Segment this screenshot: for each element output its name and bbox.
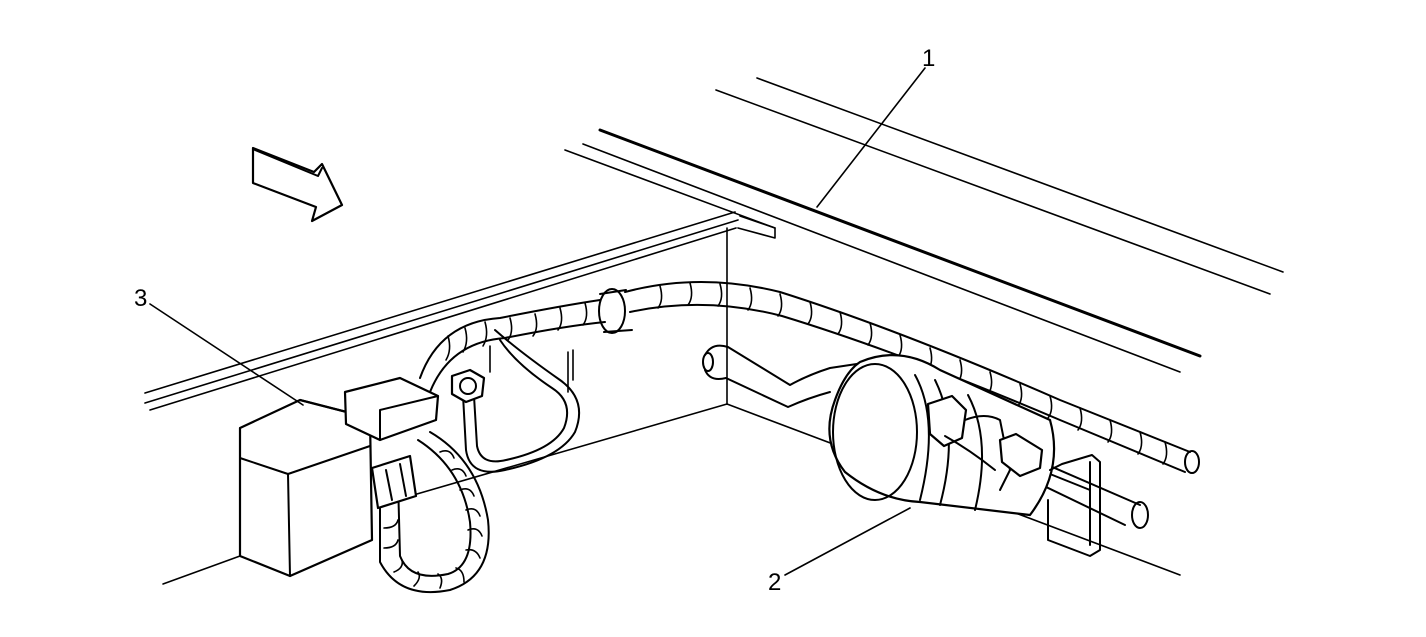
- ground-strap: [450, 329, 581, 473]
- fuel-filter: [828, 354, 1101, 557]
- callout-leaders: [149, 67, 926, 576]
- callout-3: 3: [134, 285, 147, 312]
- direction-arrow-icon: [251, 146, 344, 223]
- connector-module: [238, 376, 440, 578]
- callout-2: 2: [768, 569, 781, 596]
- callout-1: 1: [922, 45, 935, 72]
- fuel-lines: [702, 344, 1149, 529]
- frame-rail: [564, 77, 1284, 373]
- wiring-harness: [379, 281, 1200, 594]
